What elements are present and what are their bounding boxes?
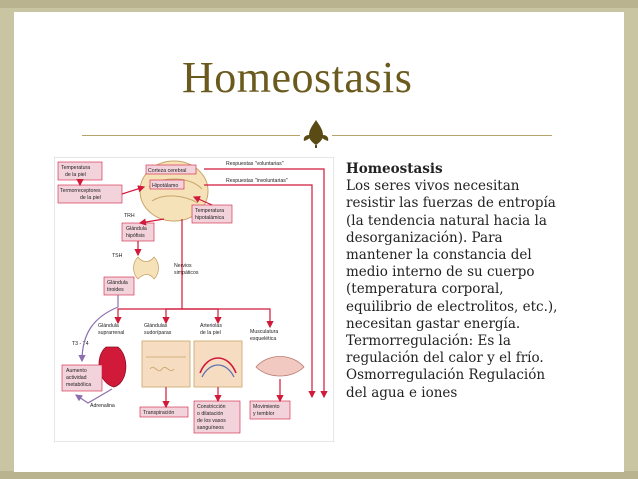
label-suprarrenal-2: suprarrenal xyxy=(98,330,124,336)
slide-title: Homeostasis xyxy=(182,53,413,102)
body-line: (la tendencia natural hacia la xyxy=(346,212,547,229)
title-rule-right xyxy=(332,135,552,136)
label-corteza: Corteza cerebral xyxy=(148,168,186,174)
label-movimiento-2: y temblor xyxy=(253,411,275,417)
diagram-arrows xyxy=(76,168,328,409)
label-aumento-3: metabólica xyxy=(66,382,91,388)
label-sudoriparas-1: Glándulas xyxy=(144,323,168,329)
label-temp-hipotalamica-2: hipotalámica xyxy=(195,215,224,221)
label-termorreceptores-2: de la piel xyxy=(80,195,101,201)
label-arteriolas-2: de la piel xyxy=(200,330,221,336)
title-rule-left xyxy=(82,135,300,136)
label-musculatura-1: Musculatura xyxy=(250,329,278,335)
box-corteza xyxy=(145,164,197,175)
label-tsh: TSH xyxy=(112,253,123,259)
body-line: resistir las fuerzas de entropía xyxy=(346,195,556,212)
label-nervios-2: simpáticos xyxy=(174,270,199,276)
label-sudoriparas-2: sudoríparas xyxy=(144,330,172,336)
label-respuestas-involuntarias: Respuestas "involuntarias" xyxy=(226,178,288,184)
homeostasis-diagram: Temperatura de la piel Termorreceptores … xyxy=(54,157,334,442)
label-temp-hipotalamica-1: Temperatura xyxy=(195,208,224,214)
body-line: equilibrio de electrolitos, etc.), xyxy=(346,298,558,315)
body-line: mantener la constancia del xyxy=(346,247,532,264)
fleur-icon xyxy=(303,120,329,148)
box-movimiento xyxy=(249,400,291,420)
body-line: del agua e iones xyxy=(346,384,458,401)
bottom-stripe xyxy=(0,471,638,479)
label-hipofisis-2: hipófisis xyxy=(126,233,145,239)
label-constriccion-2: o dilatación xyxy=(197,411,223,417)
box-hipotalamo xyxy=(149,179,185,190)
label-trh: TRH xyxy=(124,213,135,219)
body-text: Homeostasis Los seres vivos necesitan re… xyxy=(346,161,586,402)
sudoriparas-illustration xyxy=(141,340,191,388)
body-line: (temperatura corporal, xyxy=(346,281,504,298)
box-tiroides xyxy=(103,276,135,296)
body-line: Osmorregulación Regulación xyxy=(346,367,546,384)
label-arteriolas-1: Arteriolas xyxy=(200,323,222,329)
body-line: Los seres vivos necesitan xyxy=(346,178,520,195)
label-musculatura-2: esquelética xyxy=(250,336,276,342)
suprarrenal-illustration xyxy=(98,346,127,388)
label-nervios-1: Nervios xyxy=(174,263,192,269)
diagram-hormone-arrows xyxy=(75,295,119,404)
label-movimiento-1: Movimiento xyxy=(253,404,280,410)
label-aumento-1: Aumento xyxy=(66,368,87,374)
arteriolas-illustration xyxy=(193,340,243,388)
label-hipofisis-1: Glándula xyxy=(126,226,147,232)
body-heading: Homeostasis xyxy=(346,161,443,177)
label-transpiracion: Transpiración xyxy=(143,410,174,416)
body-line: desorganización). Para xyxy=(346,229,503,246)
label-constriccion-3: de los vasos xyxy=(197,418,226,424)
box-constriccion xyxy=(193,400,241,434)
body-line: medio interno de su cuerpo xyxy=(346,264,535,281)
body-line: necesitan gastar energía. xyxy=(346,315,521,332)
label-adrenalina: Adrenalina xyxy=(90,403,115,409)
musculatura-illustration xyxy=(255,356,305,377)
label-tiroides-1: Glándula xyxy=(107,280,128,286)
label-temperatura-piel-1: Temperatura xyxy=(61,165,90,171)
label-t3t4: T3 - T4 xyxy=(72,341,89,347)
label-suprarrenal-1: Glándula xyxy=(98,323,119,329)
label-constriccion-4: sanguíneos xyxy=(197,425,224,431)
tiroides-illustration xyxy=(133,256,159,280)
label-constriccion-1: Constricción xyxy=(197,404,226,410)
top-stripe xyxy=(0,0,638,8)
label-aumento-2: actividad xyxy=(66,375,87,381)
label-temperatura-piel-2: de la piel xyxy=(65,172,86,178)
label-hipotalamo: Hipotálamo xyxy=(152,183,178,189)
label-tiroides-2: tiroides xyxy=(107,287,124,293)
label-termorreceptores-1: Termorreceptores xyxy=(60,188,101,194)
body-line: Termorregulación: Es la xyxy=(346,333,511,350)
box-aumento xyxy=(61,364,103,392)
label-respuestas-voluntarias: Respuestas "voluntarias" xyxy=(226,161,284,167)
body-line: regulación del calor y el frío. xyxy=(346,350,544,367)
